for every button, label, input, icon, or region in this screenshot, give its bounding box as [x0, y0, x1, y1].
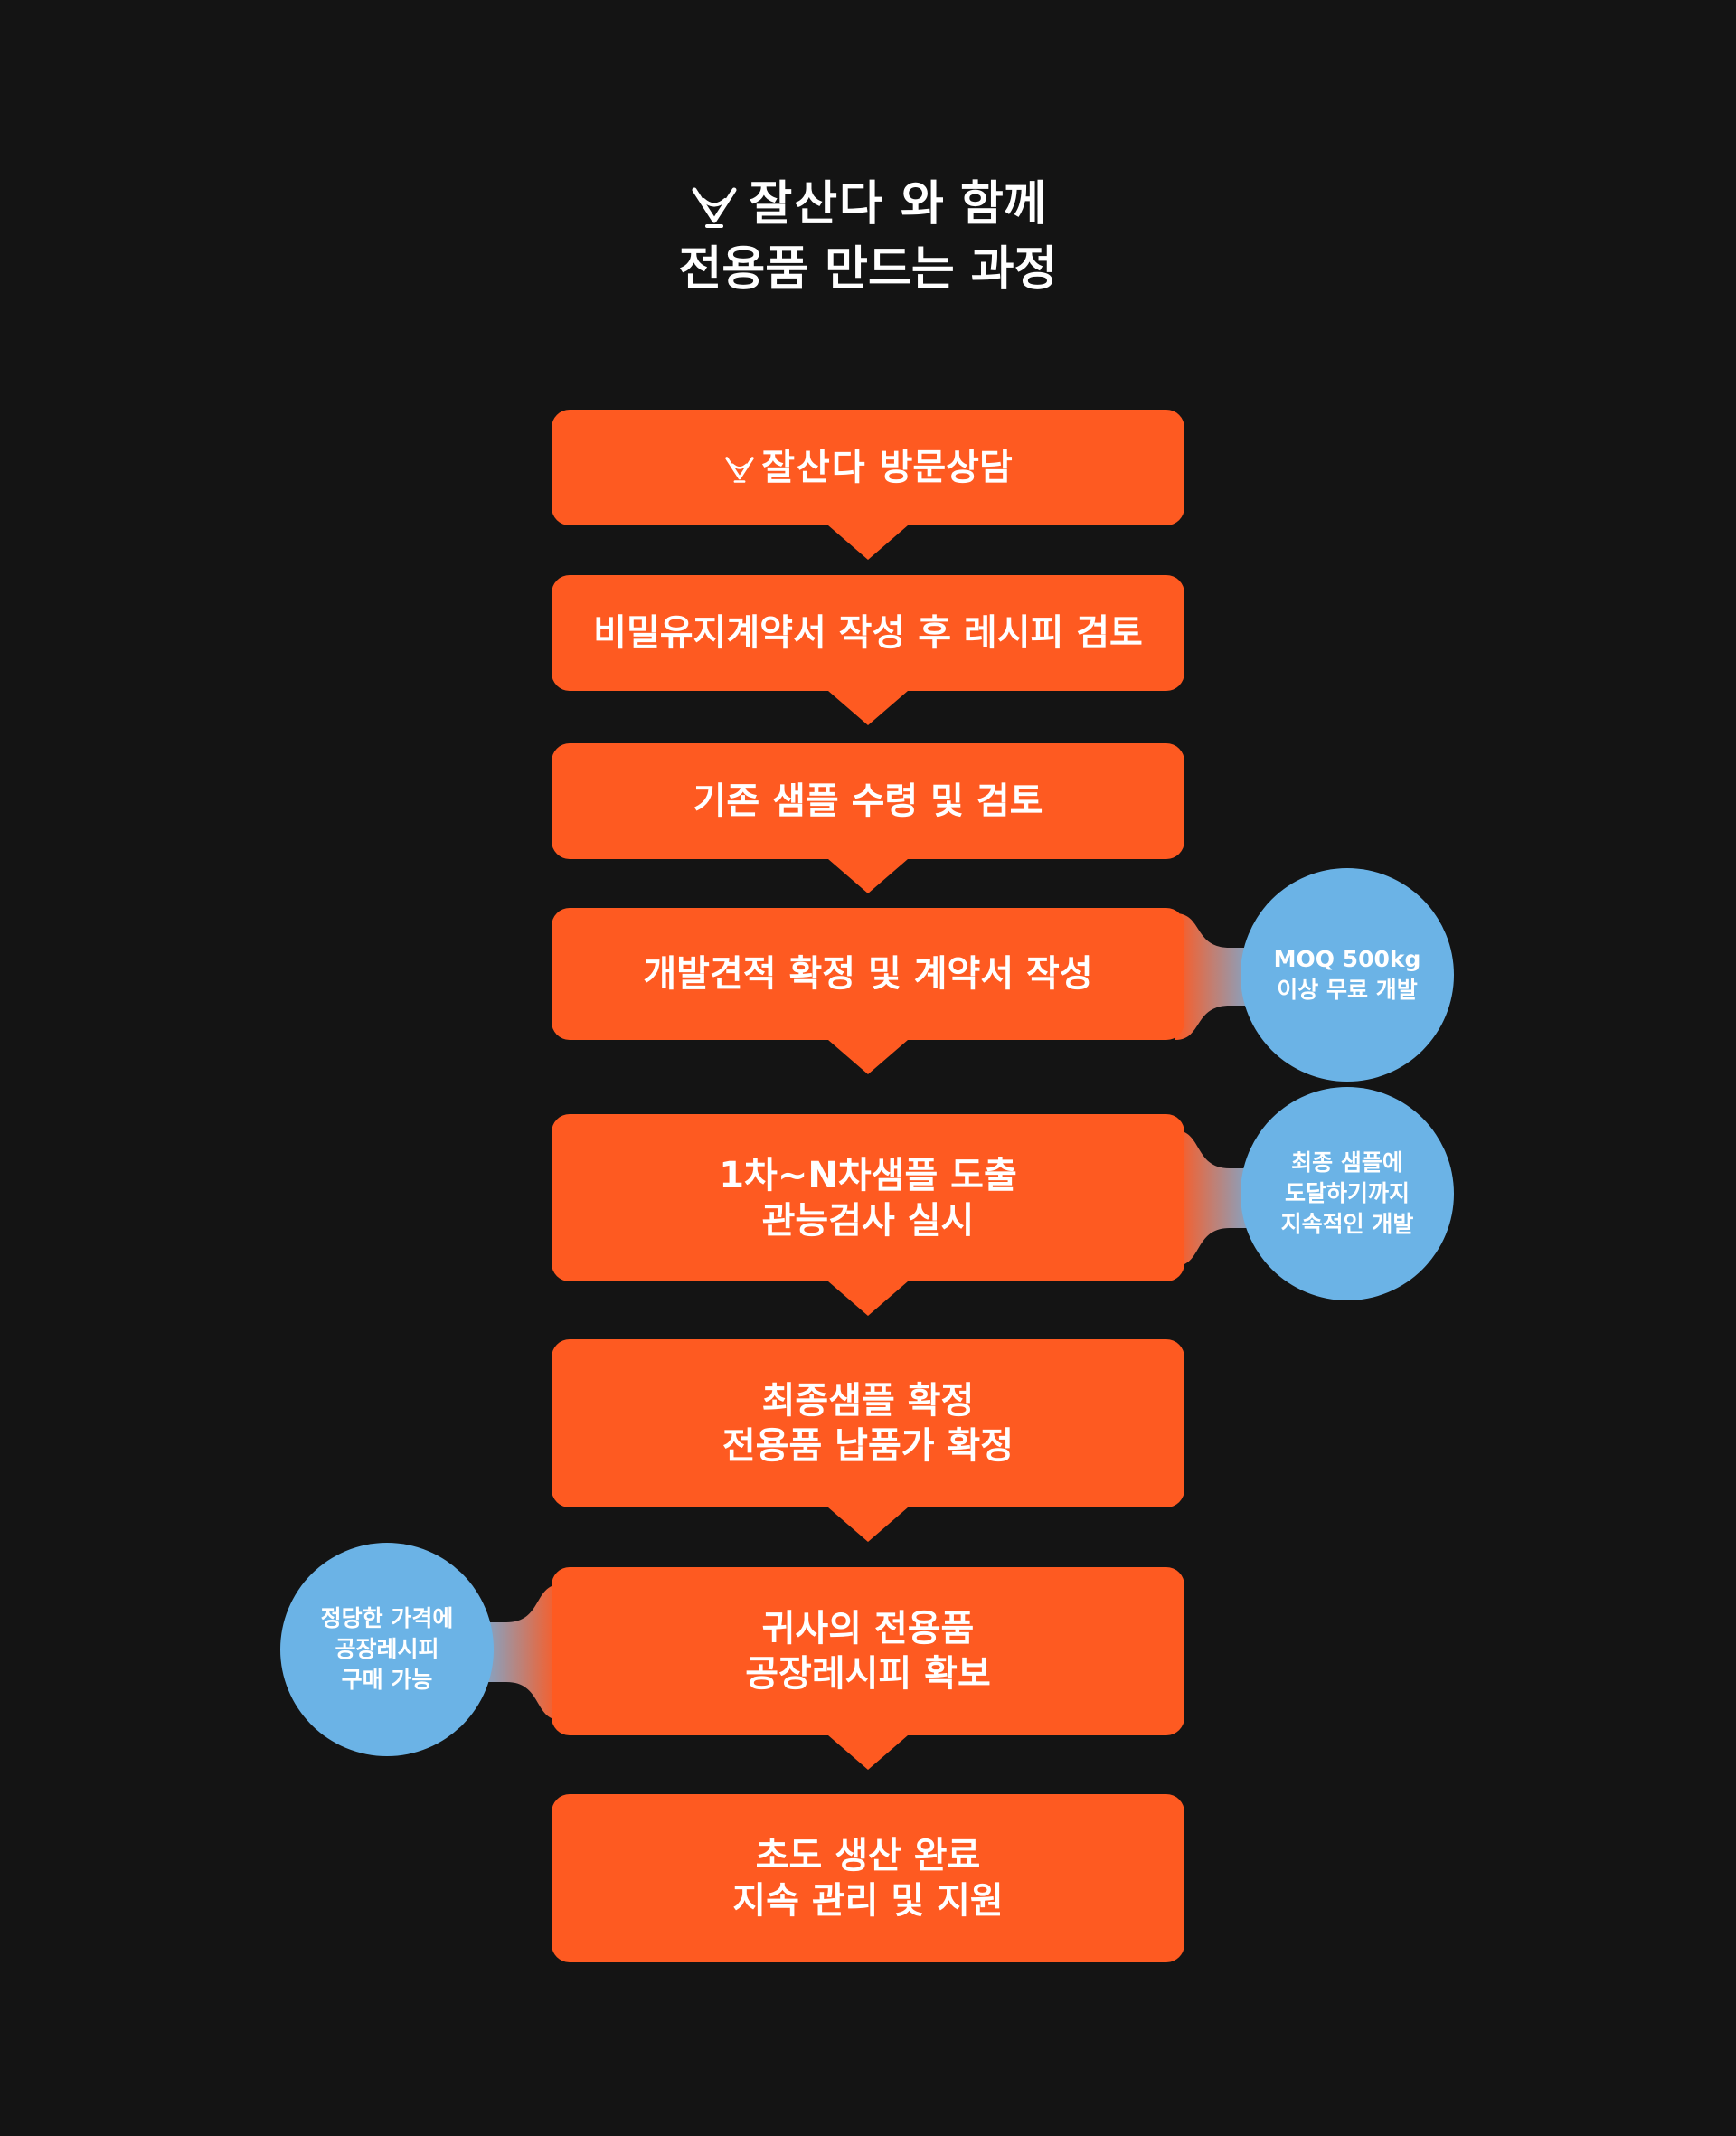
- note-connector-3: [470, 1584, 561, 1720]
- step-8-line-1: 초도 생산 완료: [755, 1835, 981, 1876]
- note-recipe-purchase: 정당한 가격에 공장레시피 구매 가능: [280, 1543, 494, 1756]
- step-7-factory-recipe: 귀사의 전용품 공장레시피 확보: [552, 1567, 1184, 1770]
- note-2-line-3: 지속적인 개발: [1280, 1211, 1414, 1237]
- step-6-final-sample-price: 최종샘플 확정 전용품 납품가 확정: [552, 1339, 1184, 1542]
- step-1-text: 잘산다 방문상담: [723, 445, 1013, 490]
- step-1-brand: 잘산다: [761, 447, 867, 488]
- step-7-line-2: 공장레시피 확보: [745, 1653, 991, 1695]
- note-3-line-2: 공장레시피: [335, 1636, 439, 1662]
- step-6-line-1: 최종샘플 확정: [761, 1380, 975, 1422]
- step-8-initial-production: 초도 생산 완료 지속 관리 및 지원: [552, 1794, 1184, 1962]
- title-suffix: 와 함께: [883, 177, 1047, 232]
- note-connector-1: [1175, 913, 1266, 1040]
- wine-glass-smile-icon: [692, 187, 737, 228]
- step-4-line-1: 개발견적 확정 및 계약서 작성: [643, 953, 1093, 995]
- note-moq-free-development: MOQ 500kg 이상 무료 개발: [1241, 868, 1454, 1082]
- step-8-line-2: 지속 관리 및 지원: [732, 1880, 1004, 1922]
- note-1-line-1: MOQ 500kg: [1273, 946, 1421, 972]
- note-3-line-3: 구매 가능: [341, 1667, 433, 1693]
- note-3-line-1: 정당한 가격에: [320, 1605, 454, 1631]
- note-continuous-development: 최종 샘플에 도달하기까지 지속적인 개발: [1241, 1087, 1454, 1300]
- note-2-line-2: 도달하기까지: [1284, 1180, 1410, 1206]
- note-2-line-1: 최종 샘플에: [1291, 1149, 1403, 1176]
- wine-glass-smile-icon: [725, 457, 754, 483]
- note-1-line-2: 이상 무료 개발: [1277, 977, 1418, 1003]
- step-5-line-2: 관능검사 실시: [761, 1199, 975, 1242]
- step-3-sample-review: 기존 샘플 수령 및 검토: [552, 743, 1184, 893]
- brand-name: 잘산다: [749, 177, 884, 232]
- step-2-nda-recipe-review: 비밀유지계약서 작성 후 레시피 검토: [552, 575, 1184, 725]
- step-6-line-2: 전용품 납품가 확정: [722, 1425, 1014, 1467]
- title-line-2: 전용품 만드는 과정: [678, 242, 1058, 297]
- step-4-estimate-contract: 개발견적 확정 및 계약서 작성: [552, 908, 1184, 1074]
- title-line-1: 잘산다 와 함께: [0, 172, 1736, 237]
- page-title: 잘산다 와 함께 전용품 만드는 과정: [0, 172, 1736, 302]
- step-5-sample-sensory-test: 1차~N차샘플 도출 관능검사 실시: [552, 1114, 1184, 1316]
- step-7-line-1: 귀사의 전용품: [761, 1608, 975, 1649]
- step-5-line-1: 1차~N차샘플 도출: [719, 1154, 1017, 1196]
- step-3-line-1: 기존 샘플 수령 및 검토: [693, 780, 1043, 822]
- note-connector-2: [1175, 1130, 1266, 1266]
- step-1-visit-consultation: 잘산다 방문상담: [552, 410, 1184, 560]
- step-2-line-1: 비밀유지계약서 작성 후 레시피 검토: [593, 612, 1143, 654]
- step-1-label: 방문상담: [879, 447, 1013, 488]
